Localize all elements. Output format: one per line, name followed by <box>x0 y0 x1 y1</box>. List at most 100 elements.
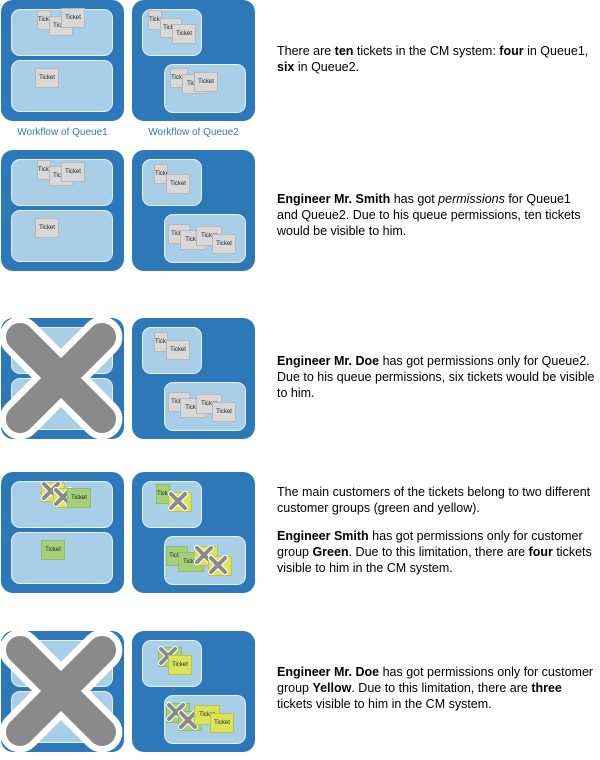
ticket-label: Ticket <box>216 409 232 415</box>
body-text: There are <box>277 44 335 58</box>
description-paragraph: Engineer Smith has got permissions only … <box>277 528 595 576</box>
body-text: in Queue1, <box>523 44 589 58</box>
ticket-card: Ticket <box>172 24 196 44</box>
emphasis-text: Engineer Mr. Doe <box>277 354 380 368</box>
row-description: Engineer Mr. Smith has got permissions f… <box>277 191 595 239</box>
emphasis-text: Yellow <box>312 681 352 695</box>
ticket-card: Ticket <box>210 713 234 733</box>
ticket-label: Ticket <box>176 31 192 37</box>
body-text: The main customers of the tickets belong… <box>277 485 591 515</box>
ticket-label: Ticket <box>185 237 201 243</box>
row-description: Engineer Mr. Doe has got permissions onl… <box>277 353 595 401</box>
emphasis-text: six <box>277 60 295 74</box>
small-x-mark-icon <box>207 554 229 576</box>
ticket-card: Ticket <box>67 488 91 508</box>
workflow-label: Workflow of Queue2 <box>148 127 239 138</box>
body-text: permissions <box>438 192 505 206</box>
ticket-label: Ticket <box>199 712 215 718</box>
body-text: has got permissions only for Queue2. Due… <box>277 354 595 400</box>
large-x-mark-icon <box>0 314 125 442</box>
queue-lane <box>142 327 202 374</box>
ticket-label: Ticket <box>39 75 55 81</box>
ticket-label: Ticket <box>201 233 217 239</box>
queue-workflow <box>0 316 124 440</box>
emphasis-text: Green <box>312 545 349 559</box>
ticket-card: Ticket <box>194 72 218 92</box>
description-paragraph: Engineer Mr. Smith has got permissions f… <box>277 191 595 239</box>
ticket-card: Ticket <box>35 218 59 238</box>
ticket-label: Ticket <box>216 241 232 247</box>
ticket-label: Ticket <box>38 17 50 23</box>
emphasis-text: ten <box>334 44 354 58</box>
ticket-card: Ticket <box>166 340 190 360</box>
emphasis-text: Engineer Smith <box>277 529 369 543</box>
ticket-label: Ticket <box>157 491 169 497</box>
large-x-mark-icon <box>0 627 125 755</box>
body-text: has got permissions only for customer gr… <box>277 529 583 559</box>
ticket-label: Ticket <box>71 495 87 501</box>
ticket-label: Ticket <box>155 171 167 177</box>
ticket-card: Ticket <box>212 234 236 254</box>
ticket-card: Ticket <box>61 8 85 28</box>
queue-workflow: TicketTicketTicketTicketTicketTicket <box>132 150 255 271</box>
ticket-label: Ticket <box>39 225 55 231</box>
queue-workflow <box>0 629 124 753</box>
ticket-label: Ticket <box>65 169 81 175</box>
small-x-mark-icon <box>167 490 189 512</box>
description-paragraph: There are ten tickets in the CM system: … <box>277 43 595 75</box>
emphasis-text: four <box>499 44 524 58</box>
ticket-card: Ticket <box>166 174 190 194</box>
queue-workflow: TicketTicketTicketTicketTicketTicket <box>132 0 255 121</box>
body-text: tickets in the CM system: <box>353 44 500 58</box>
emphasis-text: four <box>528 545 553 559</box>
ticket-label: Ticket <box>171 231 187 237</box>
ticket-card: Ticket <box>154 164 168 184</box>
ticket-card: Ticket <box>168 655 192 675</box>
ticket-card: Ticket <box>61 162 85 182</box>
ticket-label: Ticket <box>198 79 214 85</box>
ticket-label: Ticket <box>185 405 201 411</box>
ticket-label: Ticket <box>45 547 61 553</box>
queue-workflow: TicketTicketTicketTicketTicketTicket <box>132 318 255 439</box>
ticket-label: Ticket <box>155 339 167 345</box>
emphasis-text: Engineer Mr. Doe <box>277 665 380 679</box>
ticket-label: Ticket <box>170 347 186 353</box>
body-text: tickets visible to him in the CM system. <box>277 545 592 575</box>
body-text: has got permissions only for customer gr… <box>277 665 594 695</box>
ticket-label: Ticket <box>170 181 186 187</box>
small-x-mark-icon <box>177 709 199 731</box>
description-paragraph: Engineer Mr. Doe has got permissions onl… <box>277 353 595 401</box>
body-text: tickets visible to him in the CM system. <box>277 697 492 711</box>
ticket-label: Ticket <box>149 17 161 23</box>
ticket-label: Ticket <box>201 401 217 407</box>
body-text: in Queue2. <box>294 60 360 74</box>
body-text: . Due to this limitation, there are <box>351 681 532 695</box>
workflow-label: Workflow of Queue1 <box>17 127 108 138</box>
ticket-label: Ticket <box>171 399 187 405</box>
row-description: Engineer Mr. Doe has got permissions onl… <box>277 664 595 712</box>
body-text: has got <box>390 192 439 206</box>
ticket-label: Ticket <box>172 662 188 668</box>
ticket-label: Ticket <box>163 25 179 31</box>
ticket-card: Ticket <box>35 68 59 88</box>
ticket-label: Ticket <box>171 75 187 81</box>
ticket-label: Ticket <box>65 15 81 21</box>
ticket-label: Ticket <box>169 553 185 559</box>
body-text: for Queue1 and Queue2. Due to his queue … <box>277 192 581 238</box>
row-description: There are ten tickets in the CM system: … <box>277 43 595 75</box>
ticket-label: Ticket <box>183 559 199 565</box>
body-text: . Due to this limitation, there are <box>348 545 529 559</box>
ticket-card: Ticket <box>212 402 236 422</box>
emphasis-text: three <box>531 681 562 695</box>
ticket-label: Ticket <box>38 167 50 173</box>
queue-lane <box>11 210 113 262</box>
queue-lane <box>11 60 113 112</box>
emphasis-text: Engineer Mr. Smith <box>277 192 391 206</box>
ticket-card: Ticket <box>41 540 65 560</box>
ticket-label: Ticket <box>214 720 230 726</box>
